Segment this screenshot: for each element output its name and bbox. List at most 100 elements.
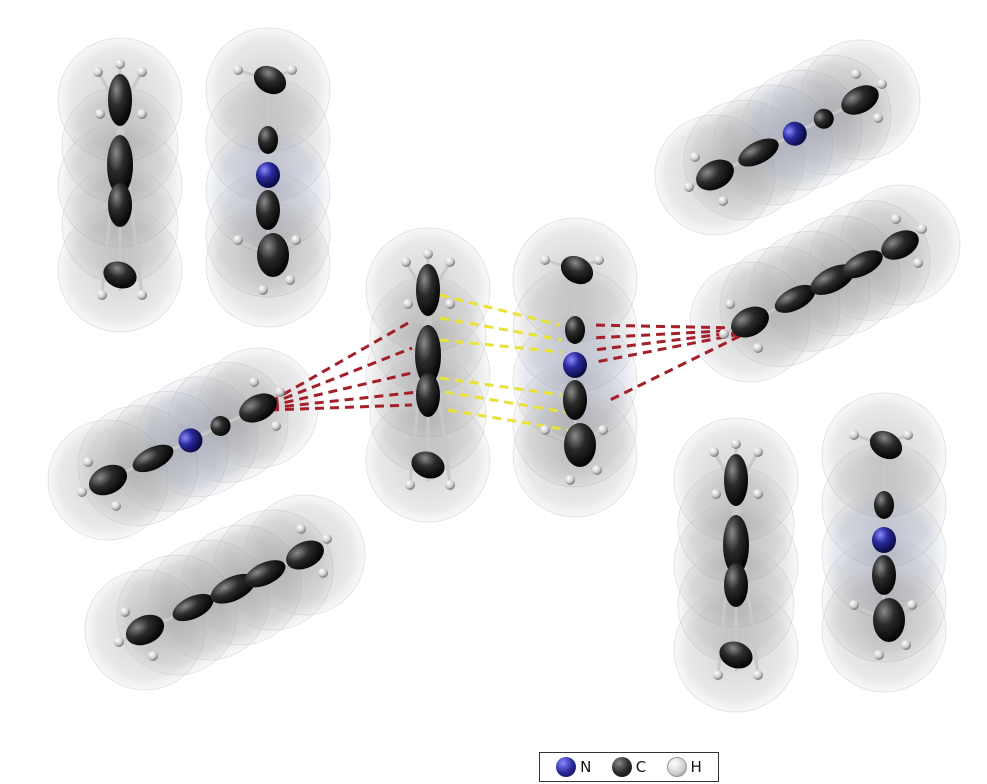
hydrogen-atom xyxy=(594,255,604,265)
nitrogen-atom xyxy=(782,121,807,146)
hydrogen-atom xyxy=(137,109,147,119)
carbon-atom xyxy=(841,85,879,115)
hydrogen-atom xyxy=(592,465,602,475)
hydrogen-atom xyxy=(731,439,741,449)
carbon-atom xyxy=(842,250,883,279)
hydrogen-atom xyxy=(405,480,415,490)
hydrogen-atom xyxy=(851,69,861,79)
hydrogen-atom xyxy=(137,290,147,300)
hydrogen-atom xyxy=(565,475,575,485)
hydrogen-contact-yellow xyxy=(439,293,561,327)
carbon-atom xyxy=(210,573,256,604)
carbon-atom xyxy=(719,641,753,669)
carbon-atom xyxy=(108,74,132,126)
carbon-atom xyxy=(256,190,280,230)
carbon-atom xyxy=(872,555,896,595)
hydrogen-contact-yellow xyxy=(444,390,566,414)
carbon-atom xyxy=(132,444,174,473)
hydrogen-atom xyxy=(690,152,700,162)
carbon-atom xyxy=(560,255,594,285)
hydrogen-atom xyxy=(445,299,455,309)
hydrogen-atom xyxy=(725,299,735,309)
carbon-atom xyxy=(696,159,734,191)
hydrogen-contact-red xyxy=(269,403,413,412)
hydrogen-atom xyxy=(114,637,124,647)
hydrogen-atom-icon xyxy=(666,757,687,777)
carbon-atom xyxy=(565,316,585,344)
legend-label-carbon: C xyxy=(635,758,647,776)
hydrogen-atom xyxy=(318,568,328,578)
hydrogen-atom xyxy=(903,430,913,440)
hydrogen-contact-red xyxy=(269,320,411,404)
carbon-atom xyxy=(411,451,445,479)
carbon-atom xyxy=(108,183,132,227)
hydrogen-atom xyxy=(258,285,268,295)
hydrogen-atom xyxy=(713,670,723,680)
hydrogen-atom xyxy=(753,343,763,353)
atom-ellipsoids xyxy=(77,59,927,680)
carbon-atom xyxy=(125,614,165,646)
hydrogen-atom xyxy=(93,67,103,77)
nitrogen-atom xyxy=(563,352,587,378)
hydrogen-atom xyxy=(711,489,721,499)
hydrogen-atom xyxy=(445,480,455,490)
hydrogen-atom xyxy=(285,275,295,285)
carbon-atom xyxy=(563,380,587,420)
hydrogen-atom xyxy=(401,257,411,267)
hydrogen-atom xyxy=(873,113,883,123)
hydrogen-atom xyxy=(423,249,433,259)
nitrogen-atom xyxy=(872,527,896,553)
hydrogen-contact-yellow xyxy=(439,376,563,397)
hydrogen-atom xyxy=(97,290,107,300)
hydrogen-atom xyxy=(540,425,550,435)
nitrogen-atom xyxy=(256,162,280,188)
carbon-atom xyxy=(107,135,133,195)
carbon-atom xyxy=(774,284,816,313)
hydrogen-atom xyxy=(719,329,729,339)
hydrogen-atom xyxy=(111,501,121,511)
carbon-atom xyxy=(881,230,919,260)
hydrogen-atom xyxy=(709,447,719,457)
carbon-atom xyxy=(813,108,834,129)
hydrogen-contact-red xyxy=(269,390,419,410)
hydrogen-atom xyxy=(275,387,285,397)
hydrogen-atom xyxy=(322,534,332,544)
hydrogen-atom xyxy=(684,182,694,192)
hydrogen-atom xyxy=(540,255,550,265)
legend-item-hydrogen: H xyxy=(666,757,702,777)
carbon-atom xyxy=(286,540,324,570)
carbon-atom xyxy=(724,454,748,506)
hydrogen-atom xyxy=(849,600,859,610)
hydrogen-atom xyxy=(148,651,158,661)
hydrogen-atom xyxy=(115,59,125,69)
carbon-atom xyxy=(239,393,277,423)
hydrogen-contact-red xyxy=(269,370,417,408)
intermolecular-contacts xyxy=(269,293,741,432)
carbon-atom xyxy=(210,416,231,436)
hydrogen-atom xyxy=(917,224,927,234)
hydrogen-atom xyxy=(77,487,87,497)
hydrogen-atom xyxy=(891,214,901,224)
hydrogen-contact-red xyxy=(609,334,741,402)
hydrogen-atom xyxy=(83,457,93,467)
hydrogen-atom xyxy=(901,640,911,650)
element-legend: N C H xyxy=(539,752,719,782)
carbon-atom xyxy=(874,491,894,519)
hydrogen-contact-red xyxy=(595,332,741,364)
legend-item-nitrogen: N xyxy=(556,757,591,777)
hydrogen-contact-yellow xyxy=(447,408,569,432)
hydrogen-atom xyxy=(598,425,608,435)
hydrogen-atom xyxy=(233,65,243,75)
hydrogen-contact-yellow xyxy=(439,316,563,342)
carbon-atom xyxy=(88,464,128,496)
hydrogen-atom xyxy=(849,430,859,440)
hydrogen-atom xyxy=(137,67,147,77)
carbon-atom xyxy=(564,423,596,467)
carbon-atom xyxy=(416,373,440,417)
hydrogen-atom xyxy=(753,670,763,680)
hydrogen-atom xyxy=(445,257,455,267)
carbon-atom xyxy=(258,126,278,154)
hydrogen-contact-red xyxy=(591,328,741,340)
carbon-atom xyxy=(257,233,289,277)
hydrogen-contact-red xyxy=(593,330,741,352)
